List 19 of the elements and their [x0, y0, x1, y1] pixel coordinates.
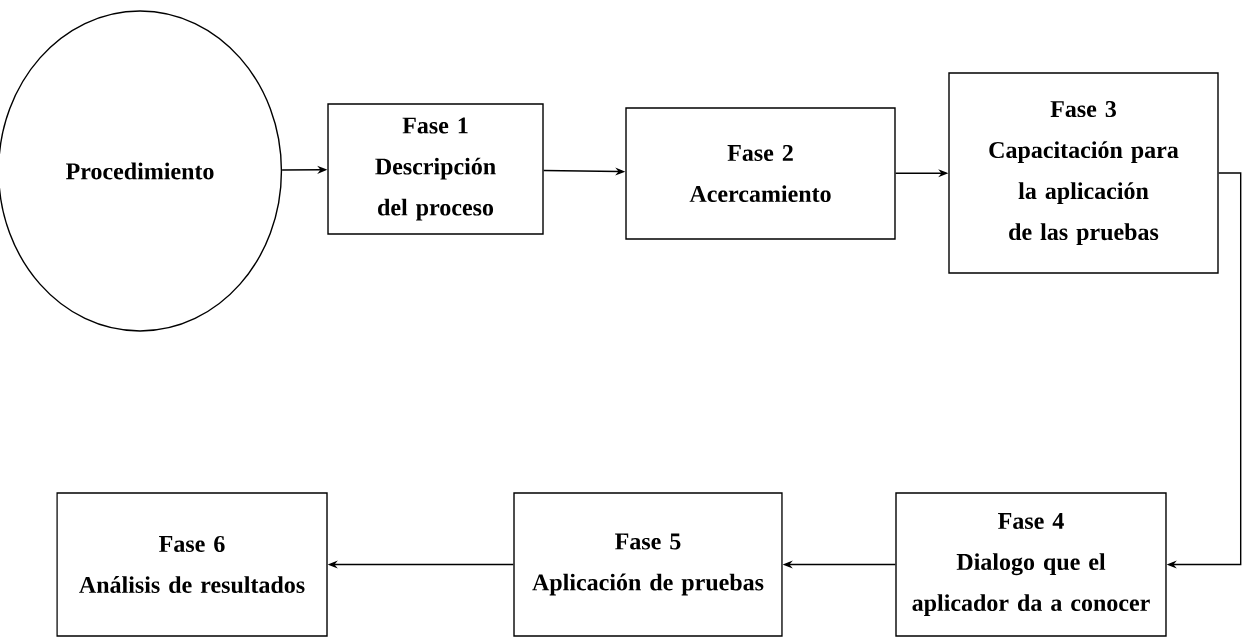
box-text: Procedimiento [66, 162, 214, 180]
box-text: Aplicación de pruebas [532, 573, 764, 596]
phase-heading: Fase 1 [402, 117, 468, 134]
box-text: Descripción del proceso [375, 157, 496, 221]
process-box [895, 492, 1167, 637]
phase-heading: Fase 6 [159, 535, 225, 552]
phase-heading: Fase 3 [1050, 101, 1116, 118]
box-text: Análisis de resultados [79, 576, 305, 594]
process-box [56, 492, 328, 637]
box-text: Dialogo que el aplicador da a conocer [912, 553, 1150, 616]
process-box [327, 103, 544, 235]
box-text: Acercamiento [689, 185, 831, 203]
phase-heading: Fase 5 [615, 533, 681, 550]
process-box [625, 107, 896, 240]
phase-heading: Fase 4 [998, 513, 1064, 530]
phase-heading: Fase 2 [727, 144, 793, 162]
process-box [513, 492, 783, 637]
process-box [948, 72, 1219, 274]
box-text: Capacitación para la aplicación de las pruebas [989, 141, 1179, 245]
